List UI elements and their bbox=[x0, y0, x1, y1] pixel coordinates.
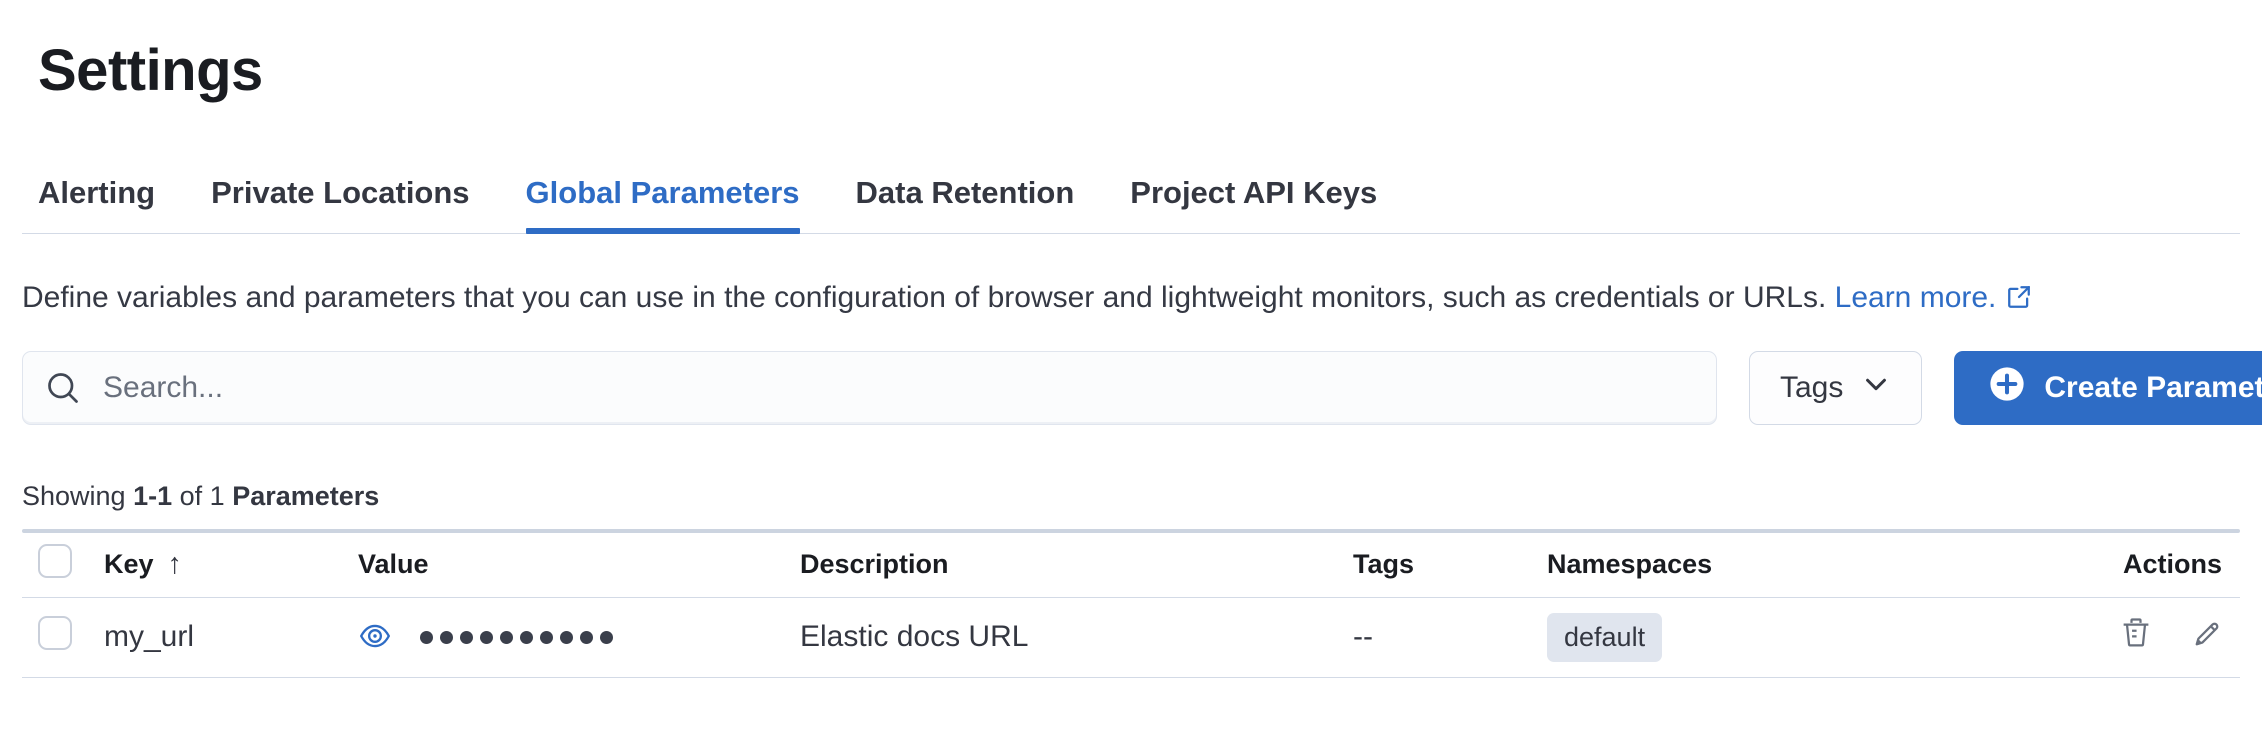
settings-tabs: Alerting Private Locations Global Parame… bbox=[22, 174, 2240, 234]
learn-more-link[interactable]: Learn more. bbox=[1835, 281, 2033, 314]
description-text: Define variables and parameters that you… bbox=[22, 281, 1827, 314]
column-header-tags: Tags bbox=[1353, 533, 1547, 598]
search-input[interactable] bbox=[103, 371, 1694, 405]
summary-middle: of 1 bbox=[179, 481, 225, 511]
parameters-toolbar: Tags Create Parameter bbox=[22, 351, 2262, 425]
parameters-table: Key ↑ Value Description Tags Namespaces … bbox=[22, 533, 2240, 678]
masked-value bbox=[420, 630, 613, 644]
edit-parameter-button[interactable] bbox=[2190, 615, 2226, 654]
delete-parameter-button[interactable] bbox=[2118, 615, 2154, 654]
tags-filter-label: Tags bbox=[1780, 371, 1844, 404]
plus-in-circle-icon bbox=[1988, 365, 2026, 411]
param-description: Elastic docs URL bbox=[800, 597, 1353, 678]
page-description: Define variables and parameters that you… bbox=[22, 274, 2187, 325]
table-row: my_url bbox=[22, 597, 2240, 678]
summary-range: 1-1 bbox=[133, 481, 173, 511]
trash-icon bbox=[2118, 615, 2154, 654]
column-header-description: Description bbox=[800, 533, 1353, 598]
chevron-down-icon bbox=[1861, 369, 1891, 407]
create-parameter-button[interactable]: Create Parameter bbox=[1954, 351, 2262, 425]
table-top-divider bbox=[22, 529, 2240, 533]
column-header-value: Value bbox=[358, 533, 800, 598]
settings-page: Settings Alerting Private Locations Glob… bbox=[0, 34, 2262, 754]
sort-ascending-icon: ↑ bbox=[167, 548, 183, 581]
search-box[interactable] bbox=[22, 351, 1717, 425]
column-header-namespaces: Namespaces bbox=[1547, 533, 1947, 598]
eye-icon bbox=[358, 619, 392, 656]
pencil-icon bbox=[2190, 615, 2226, 654]
table-header-row: Key ↑ Value Description Tags Namespaces … bbox=[22, 533, 2240, 598]
row-checkbox[interactable] bbox=[38, 616, 72, 650]
tags-filter-button[interactable]: Tags bbox=[1749, 351, 1923, 425]
param-tags: -- bbox=[1353, 597, 1547, 678]
reveal-value-button[interactable] bbox=[358, 619, 392, 656]
select-all-checkbox[interactable] bbox=[38, 544, 72, 579]
tab-global-parameters[interactable]: Global Parameters bbox=[525, 174, 800, 234]
namespace-badge: default bbox=[1547, 612, 1663, 662]
param-key: my_url bbox=[104, 597, 358, 678]
summary-prefix: Showing bbox=[22, 481, 126, 511]
external-link-icon bbox=[2006, 277, 2032, 325]
column-header-actions: Actions bbox=[1947, 533, 2240, 598]
column-header-key[interactable]: Key ↑ bbox=[104, 548, 183, 581]
create-parameter-label: Create Parameter bbox=[2044, 371, 2262, 404]
tab-alerting[interactable]: Alerting bbox=[38, 175, 156, 210]
results-summary: Showing 1-1 of 1 Parameters bbox=[22, 481, 2240, 512]
tab-project-api-keys[interactable]: Project API Keys bbox=[1130, 175, 1378, 210]
tab-private-locations[interactable]: Private Locations bbox=[211, 175, 470, 210]
search-icon bbox=[45, 370, 81, 406]
summary-entity: Parameters bbox=[232, 481, 380, 511]
tab-data-retention[interactable]: Data Retention bbox=[855, 175, 1075, 210]
page-title: Settings bbox=[38, 38, 263, 103]
